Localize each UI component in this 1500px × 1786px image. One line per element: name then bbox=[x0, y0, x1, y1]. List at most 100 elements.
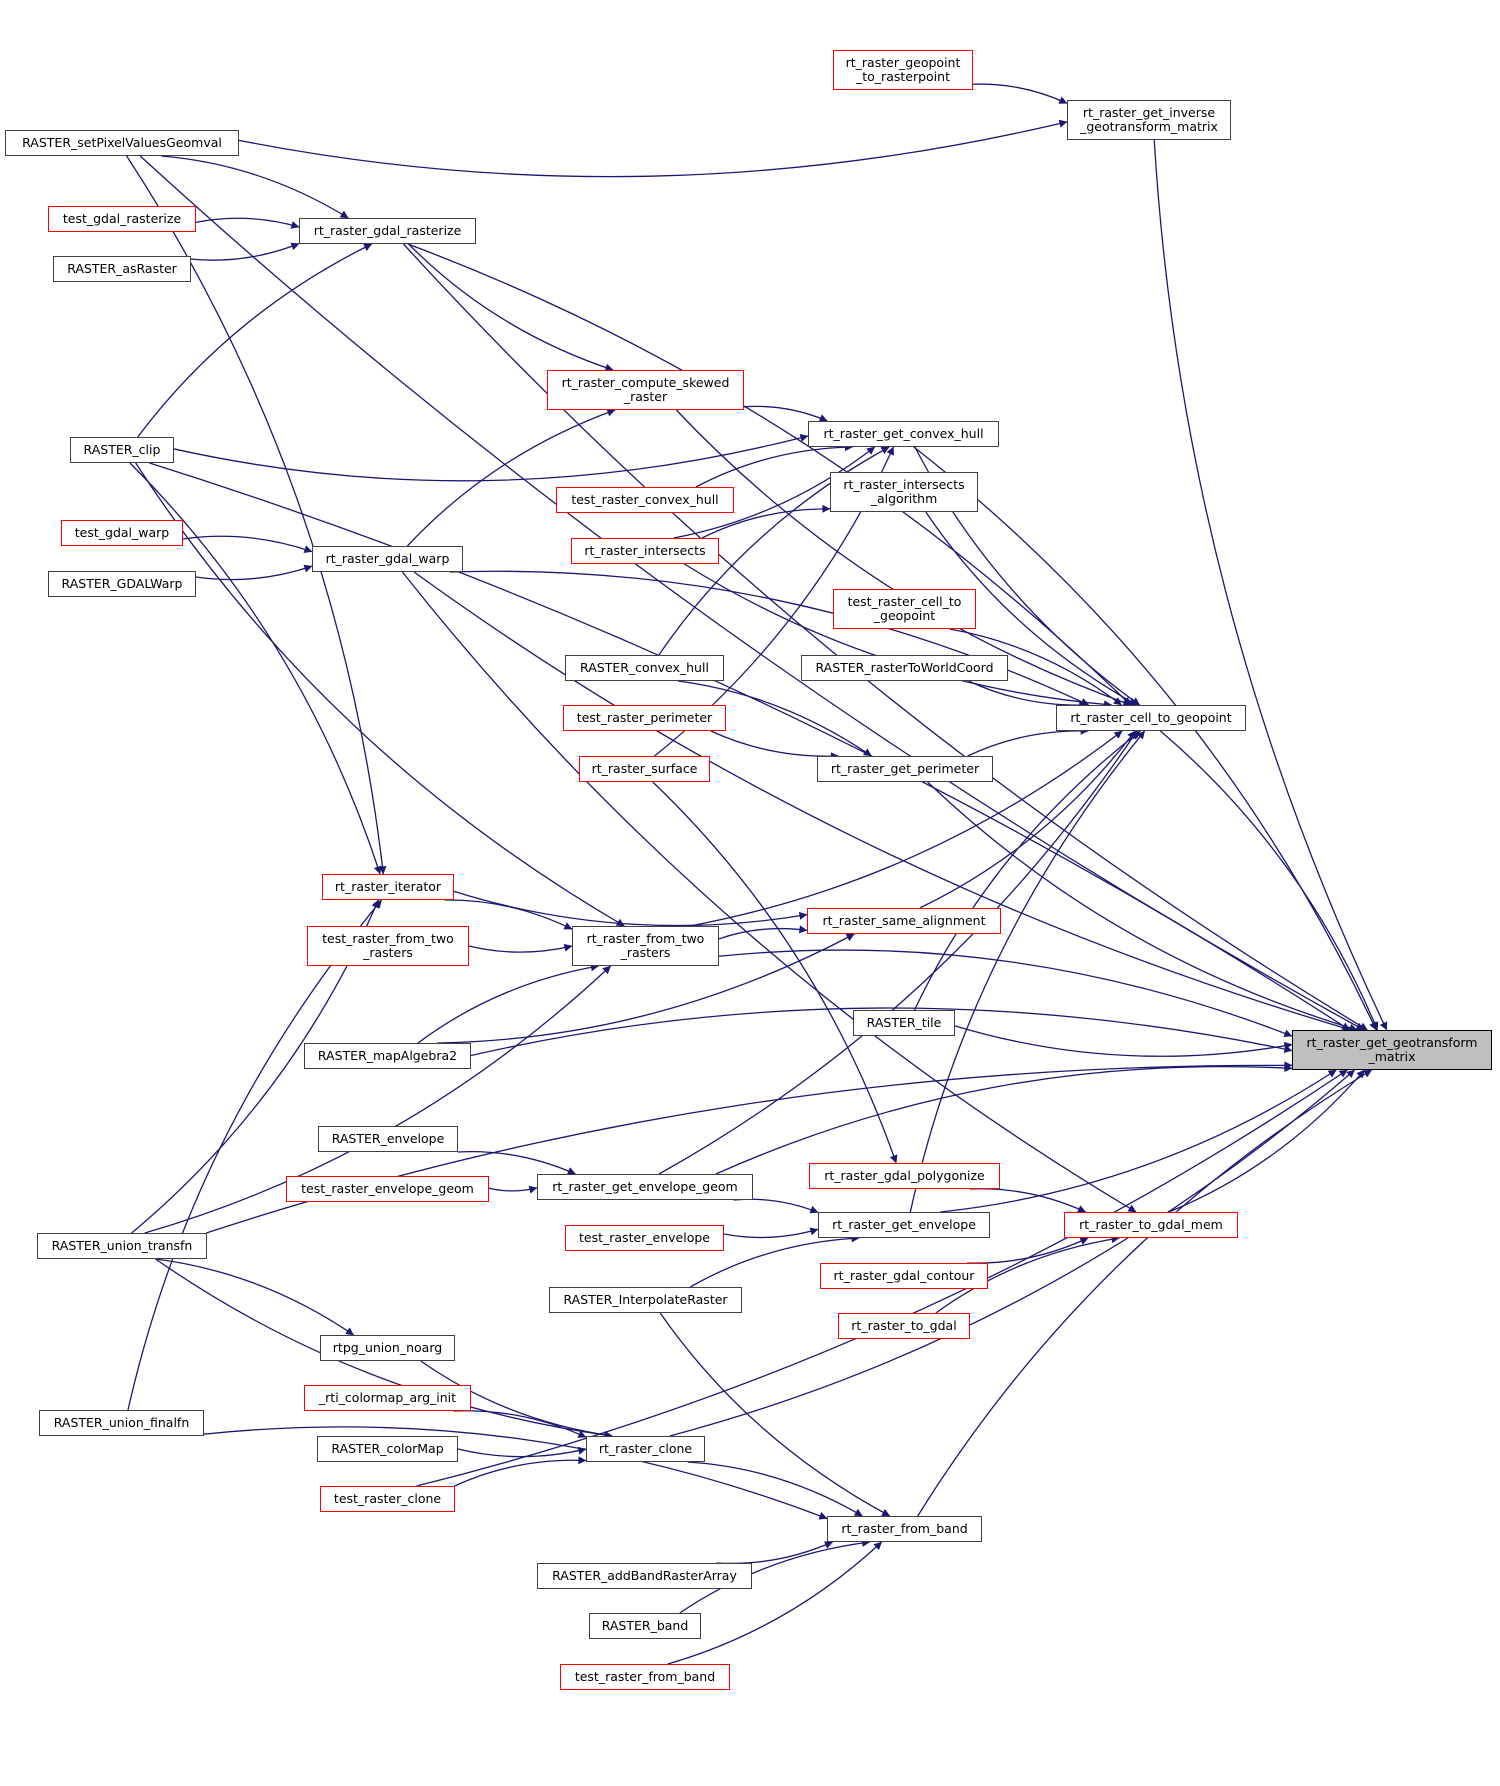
edge-test-from-two-to-from-two bbox=[468, 943, 573, 953]
node-label: rt_raster_cell_to_geopoint bbox=[1070, 710, 1232, 725]
node-label: rt_raster_get_convex_hull bbox=[823, 426, 984, 441]
node-label: RASTER_asRaster bbox=[67, 261, 177, 276]
node-set-pixel-values-geomval[interactable]: RASTER_setPixelValuesGeomval bbox=[5, 130, 239, 156]
node-cell-to-geopoint[interactable]: rt_raster_cell_to_geopoint bbox=[1056, 705, 1246, 731]
node-color-map[interactable]: RASTER_colorMap bbox=[317, 1436, 458, 1462]
edge-clone-to-geotransform bbox=[669, 1069, 1356, 1437]
node-gdal-rasterize[interactable]: rt_raster_gdal_rasterize bbox=[299, 218, 476, 244]
node-intersects[interactable]: rt_raster_intersects bbox=[571, 538, 719, 564]
edge-union-finalfn-to-from-band bbox=[203, 1426, 828, 1520]
node-raster-clip[interactable]: RASTER_clip bbox=[70, 437, 174, 463]
edge-test-convex-hull-to-convex-hull bbox=[695, 443, 853, 488]
node-test-gdal-warp[interactable]: test_gdal_warp bbox=[61, 520, 183, 546]
node-label: rt_raster_get_geotransform _matrix bbox=[1306, 1035, 1478, 1064]
edge-gdal-rasterize-to-cell-to-geopoint bbox=[407, 243, 1132, 706]
edge-compute-skewed-to-convex-hull bbox=[743, 405, 828, 422]
edge-raster-clip-to-iterator bbox=[129, 462, 382, 875]
node-from-band[interactable]: rt_raster_from_band bbox=[827, 1516, 982, 1542]
edge-geopoint-to-raster-to-inverse-gt bbox=[972, 83, 1068, 104]
edge-to-gdal-mem-to-geotransform bbox=[1168, 1069, 1365, 1213]
edge-gdalwarp-to-gdal-warp bbox=[195, 564, 313, 581]
edge-gdal-warp-to-compute-skewed bbox=[406, 408, 616, 547]
edge-from-two-to-same-alignment bbox=[718, 925, 808, 940]
node-label: rt_raster_intersects _algorithm bbox=[843, 477, 965, 506]
node-iterator[interactable]: rt_raster_iterator bbox=[322, 874, 454, 900]
node-label: rt_raster_get_perimeter bbox=[830, 761, 980, 776]
node-gdal-warp[interactable]: rt_raster_gdal_warp bbox=[312, 546, 463, 572]
node-from-two[interactable]: rt_raster_from_two _rasters bbox=[572, 926, 719, 966]
edge-union-transfn-to-union-noarg bbox=[155, 1258, 355, 1336]
node-label: rt_raster_compute_skewed _raster bbox=[561, 375, 730, 404]
node-label: rt_raster_gdal_contour bbox=[833, 1268, 975, 1283]
node-test-from-two[interactable]: test_raster_from_two _rasters bbox=[307, 926, 469, 966]
edge-test-cell-to-geopoint-to-cell-to-geopoint bbox=[949, 628, 1122, 706]
edge-test-clone-to-clone bbox=[454, 1456, 587, 1487]
node-to-gdal-mem[interactable]: rt_raster_to_gdal_mem bbox=[1064, 1212, 1238, 1238]
edge-gdal-contour-to-to-gdal-mem bbox=[966, 1237, 1089, 1264]
node-to-gdal[interactable]: rt_raster_to_gdal bbox=[838, 1313, 970, 1339]
node-test-cell-to-geopoint[interactable]: test_raster_cell_to _geopoint bbox=[833, 589, 976, 629]
edge-convex-hull-to-geotransform bbox=[913, 446, 1377, 1031]
node-union-finalfn[interactable]: RASTER_union_finalfn bbox=[39, 1410, 204, 1436]
node-label: rt_raster_geopoint _to_rasterpoint bbox=[845, 55, 961, 84]
node-raster-to-world-coord[interactable]: RASTER_rasterToWorldCoord bbox=[801, 655, 1008, 681]
node-compute-skewed[interactable]: rt_raster_compute_skewed _raster bbox=[547, 370, 744, 410]
node-same-alignment[interactable]: rt_raster_same_alignment bbox=[807, 908, 1001, 934]
node-label: rt_raster_iterator bbox=[334, 879, 442, 894]
node-test-convex-hull[interactable]: test_raster_convex_hull bbox=[556, 487, 734, 513]
node-label: rt_raster_get_envelope_geom bbox=[552, 1179, 738, 1194]
node-label: rt_raster_gdal_polygonize bbox=[824, 1168, 985, 1183]
node-label: test_raster_envelope_geom bbox=[301, 1181, 474, 1196]
node-gdalwarp[interactable]: RASTER_GDALWarp bbox=[48, 571, 196, 597]
node-label: RASTER_rasterToWorldCoord bbox=[815, 660, 994, 675]
node-test-envelope-geom[interactable]: test_raster_envelope_geom bbox=[286, 1176, 489, 1202]
node-geopoint-to-raster[interactable]: rt_raster_geopoint _to_rasterpoint bbox=[833, 50, 973, 90]
node-envelope-geom[interactable]: rt_raster_get_envelope_geom bbox=[537, 1174, 753, 1200]
edge-perimeter-to-cell-to-geopoint bbox=[967, 726, 1089, 757]
node-test-perimeter[interactable]: test_raster_perimeter bbox=[563, 705, 726, 731]
edge-test-perimeter-to-perimeter bbox=[710, 730, 839, 761]
edge-from-band-to-geotransform bbox=[917, 1069, 1372, 1517]
edge-envelope-geom-to-cell-to-geopoint bbox=[658, 730, 1138, 1175]
node-inverse-gt[interactable]: rt_raster_get_inverse _geotransform_matr… bbox=[1067, 100, 1231, 140]
edge-same-alignment-to-cell-to-geopoint bbox=[919, 730, 1136, 909]
node-intersects-alg[interactable]: rt_raster_intersects _algorithm bbox=[830, 472, 978, 512]
node-raster-band[interactable]: RASTER_band bbox=[589, 1613, 701, 1639]
node-surface[interactable]: rt_raster_surface bbox=[579, 756, 710, 782]
node-test-envelope[interactable]: test_raster_envelope bbox=[565, 1225, 724, 1251]
node-label: rt_raster_from_band bbox=[841, 1521, 968, 1536]
node-interpolate-raster[interactable]: RASTER_InterpolateRaster bbox=[549, 1287, 742, 1313]
node-get-envelope[interactable]: rt_raster_get_envelope bbox=[818, 1212, 990, 1238]
node-label: test_raster_convex_hull bbox=[571, 492, 719, 507]
node-union-transfn[interactable]: RASTER_union_transfn bbox=[37, 1233, 207, 1259]
edge-test-envelope-geom-to-envelope-geom bbox=[488, 1185, 538, 1194]
edge-as-raster-to-gdal-rasterize bbox=[190, 242, 300, 261]
node-add-band-raster-array[interactable]: RASTER_addBandRasterArray bbox=[537, 1563, 752, 1589]
node-as-raster[interactable]: RASTER_asRaster bbox=[53, 256, 191, 282]
node-test-gdal-rasterize[interactable]: test_gdal_rasterize bbox=[48, 206, 196, 232]
node-label: rt_raster_to_gdal bbox=[851, 1318, 957, 1333]
edge-raster-clip-to-gdal-rasterize bbox=[137, 243, 373, 438]
node-label: test_raster_perimeter bbox=[576, 710, 713, 725]
node-raster-envelope[interactable]: RASTER_envelope bbox=[318, 1126, 458, 1152]
node-test-clone[interactable]: test_raster_clone bbox=[320, 1486, 455, 1512]
node-tile[interactable]: RASTER_tile bbox=[853, 1010, 955, 1036]
node-union-noarg[interactable]: rtpg_union_noarg bbox=[320, 1335, 455, 1361]
edge-union-transfn-to-clone bbox=[155, 1258, 613, 1439]
node-raster-convex-hull[interactable]: RASTER_convex_hull bbox=[565, 655, 724, 681]
node-gdal-contour[interactable]: rt_raster_gdal_contour bbox=[820, 1263, 988, 1289]
node-colormap-arg-init[interactable]: _rti_colormap_arg_init bbox=[304, 1385, 471, 1411]
edge-raster-clip-to-from-two bbox=[135, 462, 625, 927]
node-convex-hull[interactable]: rt_raster_get_convex_hull bbox=[808, 421, 999, 447]
edge-gdal-polygonize-to-to-gdal-mem bbox=[969, 1188, 1086, 1213]
edge-get-envelope-to-geotransform bbox=[940, 1069, 1337, 1213]
node-test-from-band[interactable]: test_raster_from_band bbox=[560, 1664, 730, 1690]
edge-test-gdal-rasterize-to-gdal-rasterize bbox=[195, 217, 300, 229]
node-map-algebra2[interactable]: RASTER_mapAlgebra2 bbox=[304, 1043, 471, 1069]
edge-gdal-rasterize-to-compute-skewed bbox=[408, 243, 614, 372]
node-clone[interactable]: rt_raster_clone bbox=[586, 1436, 705, 1462]
edge-intersects-to-convex-hull bbox=[673, 446, 876, 539]
node-gdal-polygonize[interactable]: rt_raster_gdal_polygonize bbox=[809, 1163, 1000, 1189]
node-perimeter[interactable]: rt_raster_get_perimeter bbox=[817, 756, 993, 782]
